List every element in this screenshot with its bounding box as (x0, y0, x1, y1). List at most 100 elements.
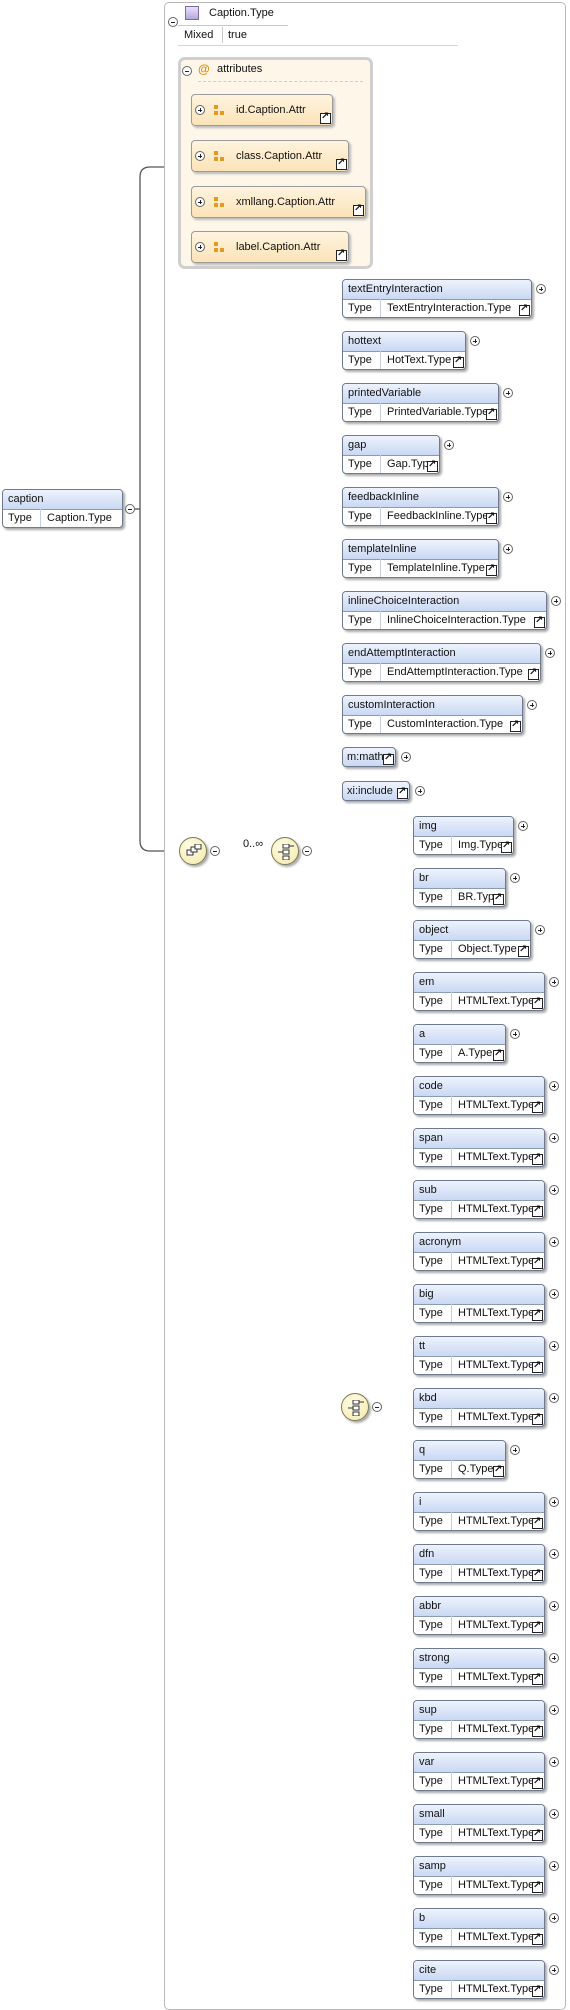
nested-choice-compositor-icon[interactable] (341, 1393, 369, 1421)
expand-toggle[interactable] (195, 242, 205, 252)
reference-arrow-icon[interactable] (336, 248, 347, 261)
expand-toggle[interactable] (549, 1705, 559, 1715)
reference-arrow-icon[interactable] (397, 786, 408, 799)
collapse-nested-choice-toggle[interactable] (372, 1402, 382, 1412)
reference-arrow-icon[interactable] (501, 840, 512, 853)
expand-toggle[interactable] (549, 1549, 559, 1559)
reference-arrow-icon[interactable] (532, 1828, 543, 1841)
expand-toggle[interactable] (503, 492, 513, 502)
reference-arrow-icon[interactable] (336, 157, 347, 170)
expand-toggle[interactable] (549, 1653, 559, 1663)
reference-arrow-icon[interactable] (518, 944, 529, 957)
expand-toggle[interactable] (401, 752, 411, 762)
reference-arrow-icon[interactable] (427, 459, 438, 472)
reference-arrow-icon[interactable] (532, 1724, 543, 1737)
expand-toggle[interactable] (415, 786, 425, 796)
expand-toggle[interactable] (503, 544, 513, 554)
choice-compositor-icon[interactable] (271, 837, 299, 865)
collapse-root-toggle[interactable] (125, 504, 135, 514)
expand-toggle[interactable] (549, 1809, 559, 1819)
reference-arrow-icon[interactable] (532, 1152, 543, 1165)
expand-toggle[interactable] (549, 1289, 559, 1299)
expand-toggle[interactable] (503, 388, 513, 398)
expand-toggle[interactable] (510, 873, 520, 883)
collapse-choice-toggle[interactable] (302, 846, 312, 856)
reference-arrow-icon[interactable] (532, 1672, 543, 1685)
expand-toggle[interactable] (549, 1601, 559, 1611)
expand-toggle[interactable] (549, 1497, 559, 1507)
reference-arrow-icon[interactable] (453, 355, 464, 368)
reference-arrow-icon[interactable] (532, 1516, 543, 1529)
attribute-group-ref[interactable]: id.Caption.Attr (191, 94, 333, 126)
reference-arrow-icon[interactable] (532, 1984, 543, 1997)
collapse-sequence-toggle[interactable] (210, 846, 220, 856)
reference-arrow-icon[interactable] (532, 1776, 543, 1789)
reference-arrow-icon[interactable] (320, 111, 331, 124)
expand-toggle[interactable] (551, 596, 561, 606)
expand-toggle[interactable] (536, 284, 546, 294)
reference-arrow-icon[interactable] (486, 407, 497, 420)
expand-toggle[interactable] (549, 1237, 559, 1247)
reference-arrow-icon[interactable] (528, 667, 539, 680)
expand-toggle[interactable] (549, 1965, 559, 1975)
reference-arrow-icon[interactable] (493, 892, 504, 905)
expand-toggle[interactable] (195, 151, 205, 161)
reference-arrow-icon[interactable] (532, 1880, 543, 1893)
reference-arrow-icon[interactable] (493, 1464, 504, 1477)
reference-arrow-icon[interactable] (353, 203, 364, 216)
reference-arrow-icon[interactable] (383, 752, 394, 765)
expand-toggle[interactable] (444, 440, 454, 450)
expand-toggle[interactable] (545, 648, 555, 658)
expand-toggle[interactable] (510, 1445, 520, 1455)
reference-arrow-icon[interactable] (493, 1048, 504, 1061)
expand-toggle[interactable] (549, 1133, 559, 1143)
expand-toggle[interactable] (195, 197, 205, 207)
reference-arrow-icon[interactable] (532, 996, 543, 1009)
sequence-compositor-icon[interactable] (179, 837, 207, 865)
expand-toggle[interactable] (510, 1029, 520, 1039)
reference-arrow-icon[interactable] (510, 719, 521, 732)
root-element-caption[interactable]: caption Type Caption.Type (2, 489, 123, 528)
attribute-group-ref[interactable]: label.Caption.Attr (191, 231, 349, 263)
expand-toggle[interactable] (549, 1861, 559, 1871)
reference-arrow-icon[interactable] (486, 563, 497, 576)
reference-arrow-icon[interactable] (532, 1412, 543, 1425)
expand-toggle[interactable] (549, 1757, 559, 1767)
reference-arrow-icon[interactable] (534, 615, 545, 628)
expand-toggle[interactable] (535, 925, 545, 935)
expand-toggle[interactable] (549, 1913, 559, 1923)
collapse-type-toggle[interactable] (168, 17, 178, 27)
expand-toggle[interactable] (549, 1081, 559, 1091)
expand-toggle[interactable] (470, 336, 480, 346)
collapse-attributes-toggle[interactable] (182, 66, 192, 76)
expand-toggle[interactable] (518, 821, 528, 831)
reference-arrow-icon[interactable] (532, 1256, 543, 1269)
